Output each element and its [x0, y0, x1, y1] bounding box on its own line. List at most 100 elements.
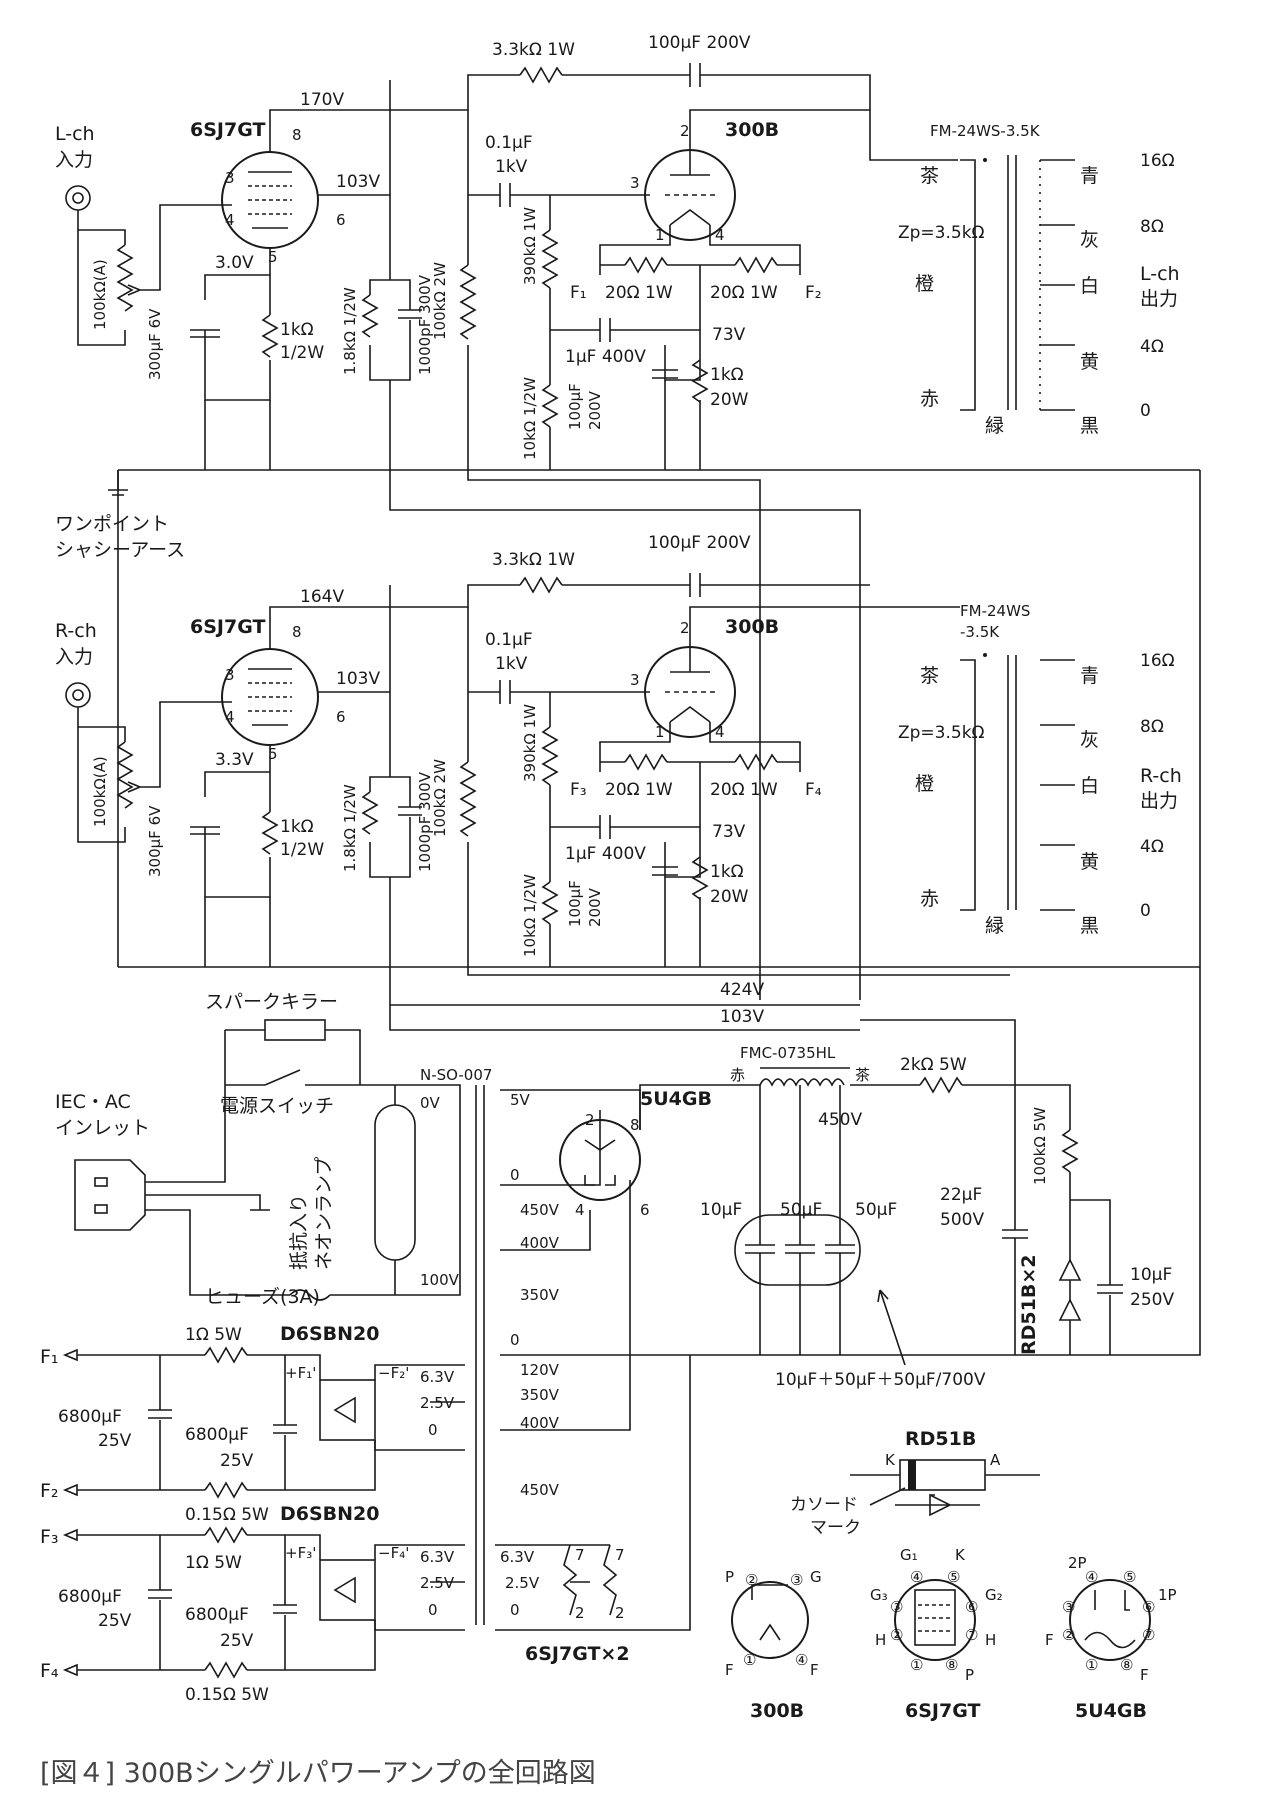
l-opt-model: FM-24WS-3.5K [930, 122, 1041, 140]
svg-text:0V: 0V [420, 1094, 441, 1112]
rectifier-5u4gb-tube [559, 1119, 641, 1201]
svg-text:1: 1 [655, 723, 665, 741]
l-hum-res-2: 20Ω 1W [710, 283, 778, 303]
inlet-label-2: インレット [55, 1117, 150, 1139]
svg-text:①: ① [910, 1656, 923, 1674]
svg-text:5V: 5V [510, 1091, 531, 1109]
svg-text:10μF: 10μF [700, 1200, 742, 1220]
r-opt-model-1: FM-24WS [960, 602, 1030, 620]
l-cathode-res [261, 314, 279, 358]
svg-text:黒: 黒 [1080, 415, 1099, 437]
l-input-label-2: 入力 [55, 149, 93, 171]
svg-text:8: 8 [630, 1116, 640, 1134]
svg-text:+F₁': +F₁' [285, 1364, 316, 1382]
dropping-res-label: 2kΩ 5W [900, 1055, 967, 1075]
svg-text:H: H [985, 1631, 996, 1649]
l-zp: Zp=3.5kΩ [898, 223, 985, 243]
r-pri-mid: 橙 [915, 773, 934, 795]
l-pri-bot: 赤 [920, 388, 939, 410]
svg-text:F₃: F₃ [40, 1526, 59, 1548]
svg-text:2: 2 [680, 619, 690, 637]
l-cathode-cap-label: 300μF 6V [146, 308, 164, 380]
svg-text:灰: 灰 [1080, 729, 1099, 751]
svg-text:6800μF: 6800μF [58, 1407, 122, 1427]
l-feedback-res [519, 66, 563, 84]
svg-text:⑦: ⑦ [965, 1626, 978, 1644]
r-plate-res-label: 100kΩ 2W [431, 759, 449, 837]
inlet-label-1: IEC・AC [55, 1091, 131, 1113]
svg-text:⑧: ⑧ [1120, 1656, 1133, 1674]
r-pri-top: 茶 [920, 665, 939, 687]
l-grid-return-res [541, 384, 559, 428]
r-cathode-voltage: 3.3V [215, 750, 254, 770]
l-bias-voltage: 73V [712, 325, 746, 345]
svg-text:G: G [810, 1568, 822, 1586]
r-input-label-1: R-ch [55, 620, 97, 642]
svg-text:6.3V: 6.3V [420, 1548, 455, 1566]
choke-model: FMC-0735HL [740, 1044, 836, 1062]
r-filament-b: F₄ [805, 780, 822, 800]
heater-note: 6SJ7GT×2 [525, 1643, 630, 1665]
r-input-label-2: 入力 [55, 646, 93, 668]
filter-cap-block [734, 1214, 861, 1286]
right-channel: R-ch 入力 100kΩ(A) 6SJ7GT 8 3 4 5 6 103V 1… [55, 470, 1200, 1006]
r-plate-voltage: 164V [300, 587, 344, 607]
svg-text:6800μF: 6800μF [58, 1587, 122, 1607]
svg-text:6.3V: 6.3V [420, 1368, 455, 1386]
svg-text:4: 4 [575, 1201, 585, 1219]
svg-text:1kΩ: 1kΩ [710, 365, 744, 385]
svg-text:白: 白 [1080, 775, 1099, 797]
svg-text:8: 8 [292, 623, 302, 641]
filter-cap-note: 10μF＋50μF＋50μF/700V [775, 1370, 986, 1390]
svg-text:2: 2 [575, 1604, 585, 1622]
r-screen-voltage: 103V [336, 669, 380, 689]
base-5u4gb-label: 5U4GB [1075, 1700, 1147, 1722]
l-bypass-cap-label: 1μF 400V [565, 347, 646, 367]
l-300b-label: 300B [725, 119, 779, 141]
svg-text:500V: 500V [940, 1210, 984, 1230]
r-zp: Zp=3.5kΩ [898, 723, 985, 743]
power-supply: 424V 103V スパークキラー 電源スイッチ IEC・AC インレット 抵抗… [40, 470, 1201, 1705]
svg-text:2: 2 [585, 1111, 595, 1129]
svg-text:8Ω: 8Ω [1140, 717, 1164, 737]
spark-killer [264, 1019, 326, 1041]
svg-text:350V: 350V [520, 1286, 560, 1304]
svg-text:350V: 350V [520, 1386, 560, 1404]
svg-text:P: P [725, 1568, 734, 1586]
svg-text:3: 3 [225, 169, 235, 187]
base-300b-icon [731, 1581, 809, 1659]
figure-caption: [図４] 300Bシングルパワーアンプの全回路図 [40, 1758, 596, 1789]
base-6sj7gt-icon [894, 1579, 976, 1661]
svg-text:4: 4 [715, 723, 725, 741]
l-plate-res-label: 100kΩ 2W [431, 262, 449, 340]
svg-text:③: ③ [790, 1571, 803, 1589]
svg-text:100V: 100V [420, 1271, 460, 1289]
l-output-label-1: L-ch [1140, 263, 1180, 285]
l-feedback-res-label: 3.3kΩ 1W [492, 40, 575, 60]
svg-text:F₁: F₁ [40, 1346, 59, 1368]
r-input-jack-icon [65, 682, 91, 708]
svg-text:⑤: ⑤ [1123, 1568, 1136, 1586]
svg-text:8Ω: 8Ω [1140, 217, 1164, 237]
svg-text:20W: 20W [710, 887, 749, 907]
cathode-mark-2: マーク [810, 1518, 861, 1538]
svg-text:8: 8 [292, 126, 302, 144]
svg-text:25V: 25V [98, 1431, 132, 1451]
svg-text:F₄: F₄ [40, 1660, 59, 1682]
l-feedback-cap-label: 100μF 200V [648, 33, 751, 53]
svg-text:青: 青 [1080, 165, 1099, 187]
svg-text:16Ω: 16Ω [1140, 651, 1175, 671]
svg-text:400V: 400V [520, 1414, 560, 1432]
bridge-rectifier-2-icon [319, 1559, 376, 1621]
l-6sj7gt-label: 6SJ7GT [190, 119, 265, 141]
l-pri-top: 茶 [920, 165, 939, 187]
svg-text:3: 3 [630, 671, 640, 689]
svg-text:25V: 25V [220, 1451, 254, 1471]
svg-text:⑦: ⑦ [1142, 1626, 1155, 1644]
svg-text:⑧: ⑧ [945, 1656, 958, 1674]
l-volume-pot [116, 244, 134, 312]
l-grid-return-label: 10kΩ 1/2W [521, 377, 539, 460]
l-ground-label-1: ワンポイント [55, 513, 169, 535]
r-filament-a: F₃ [570, 780, 587, 800]
